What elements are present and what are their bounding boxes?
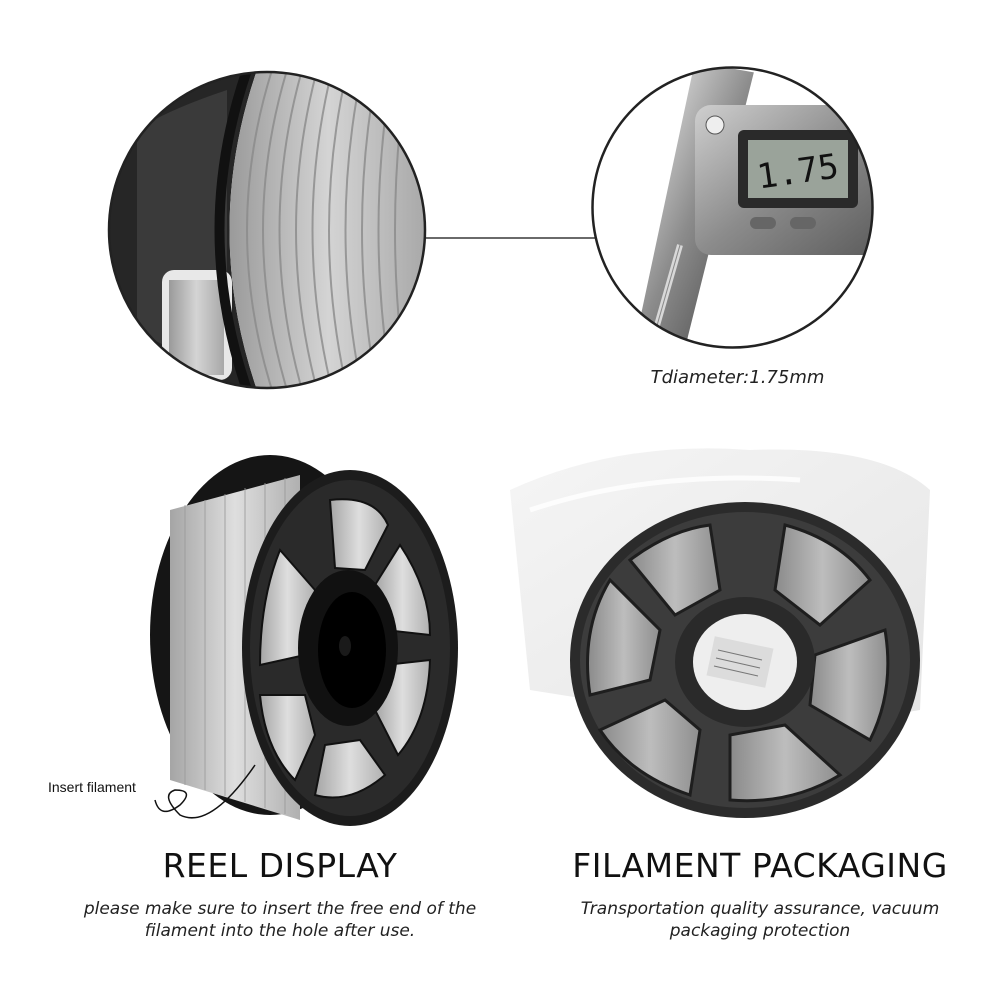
reel-display-description-line1: please make sure to insert the free end … — [83, 899, 477, 919]
callout-curve — [154, 764, 256, 819]
reel-display-heading: REEL DISPLAY — [162, 846, 398, 885]
filament-packaging-description-line1: Transportation quality assurance, vacuum — [580, 899, 940, 919]
packaged-spool-image — [500, 430, 940, 830]
reel-display-image — [130, 450, 460, 840]
filament-packaging-heading: FILAMENT PACKAGING — [572, 846, 948, 885]
insert-filament-label: Insert filament — [48, 779, 136, 795]
spool-closeup-image — [107, 70, 427, 390]
reel-display-description-line2: filament into the hole after use. — [144, 921, 416, 941]
diameter-caption: Tdiameter:1.75mm — [650, 367, 825, 388]
filament-packaging-description-line2: packaging protection — [669, 921, 851, 941]
caliper-closeup-image: 1.75 — [590, 65, 875, 350]
